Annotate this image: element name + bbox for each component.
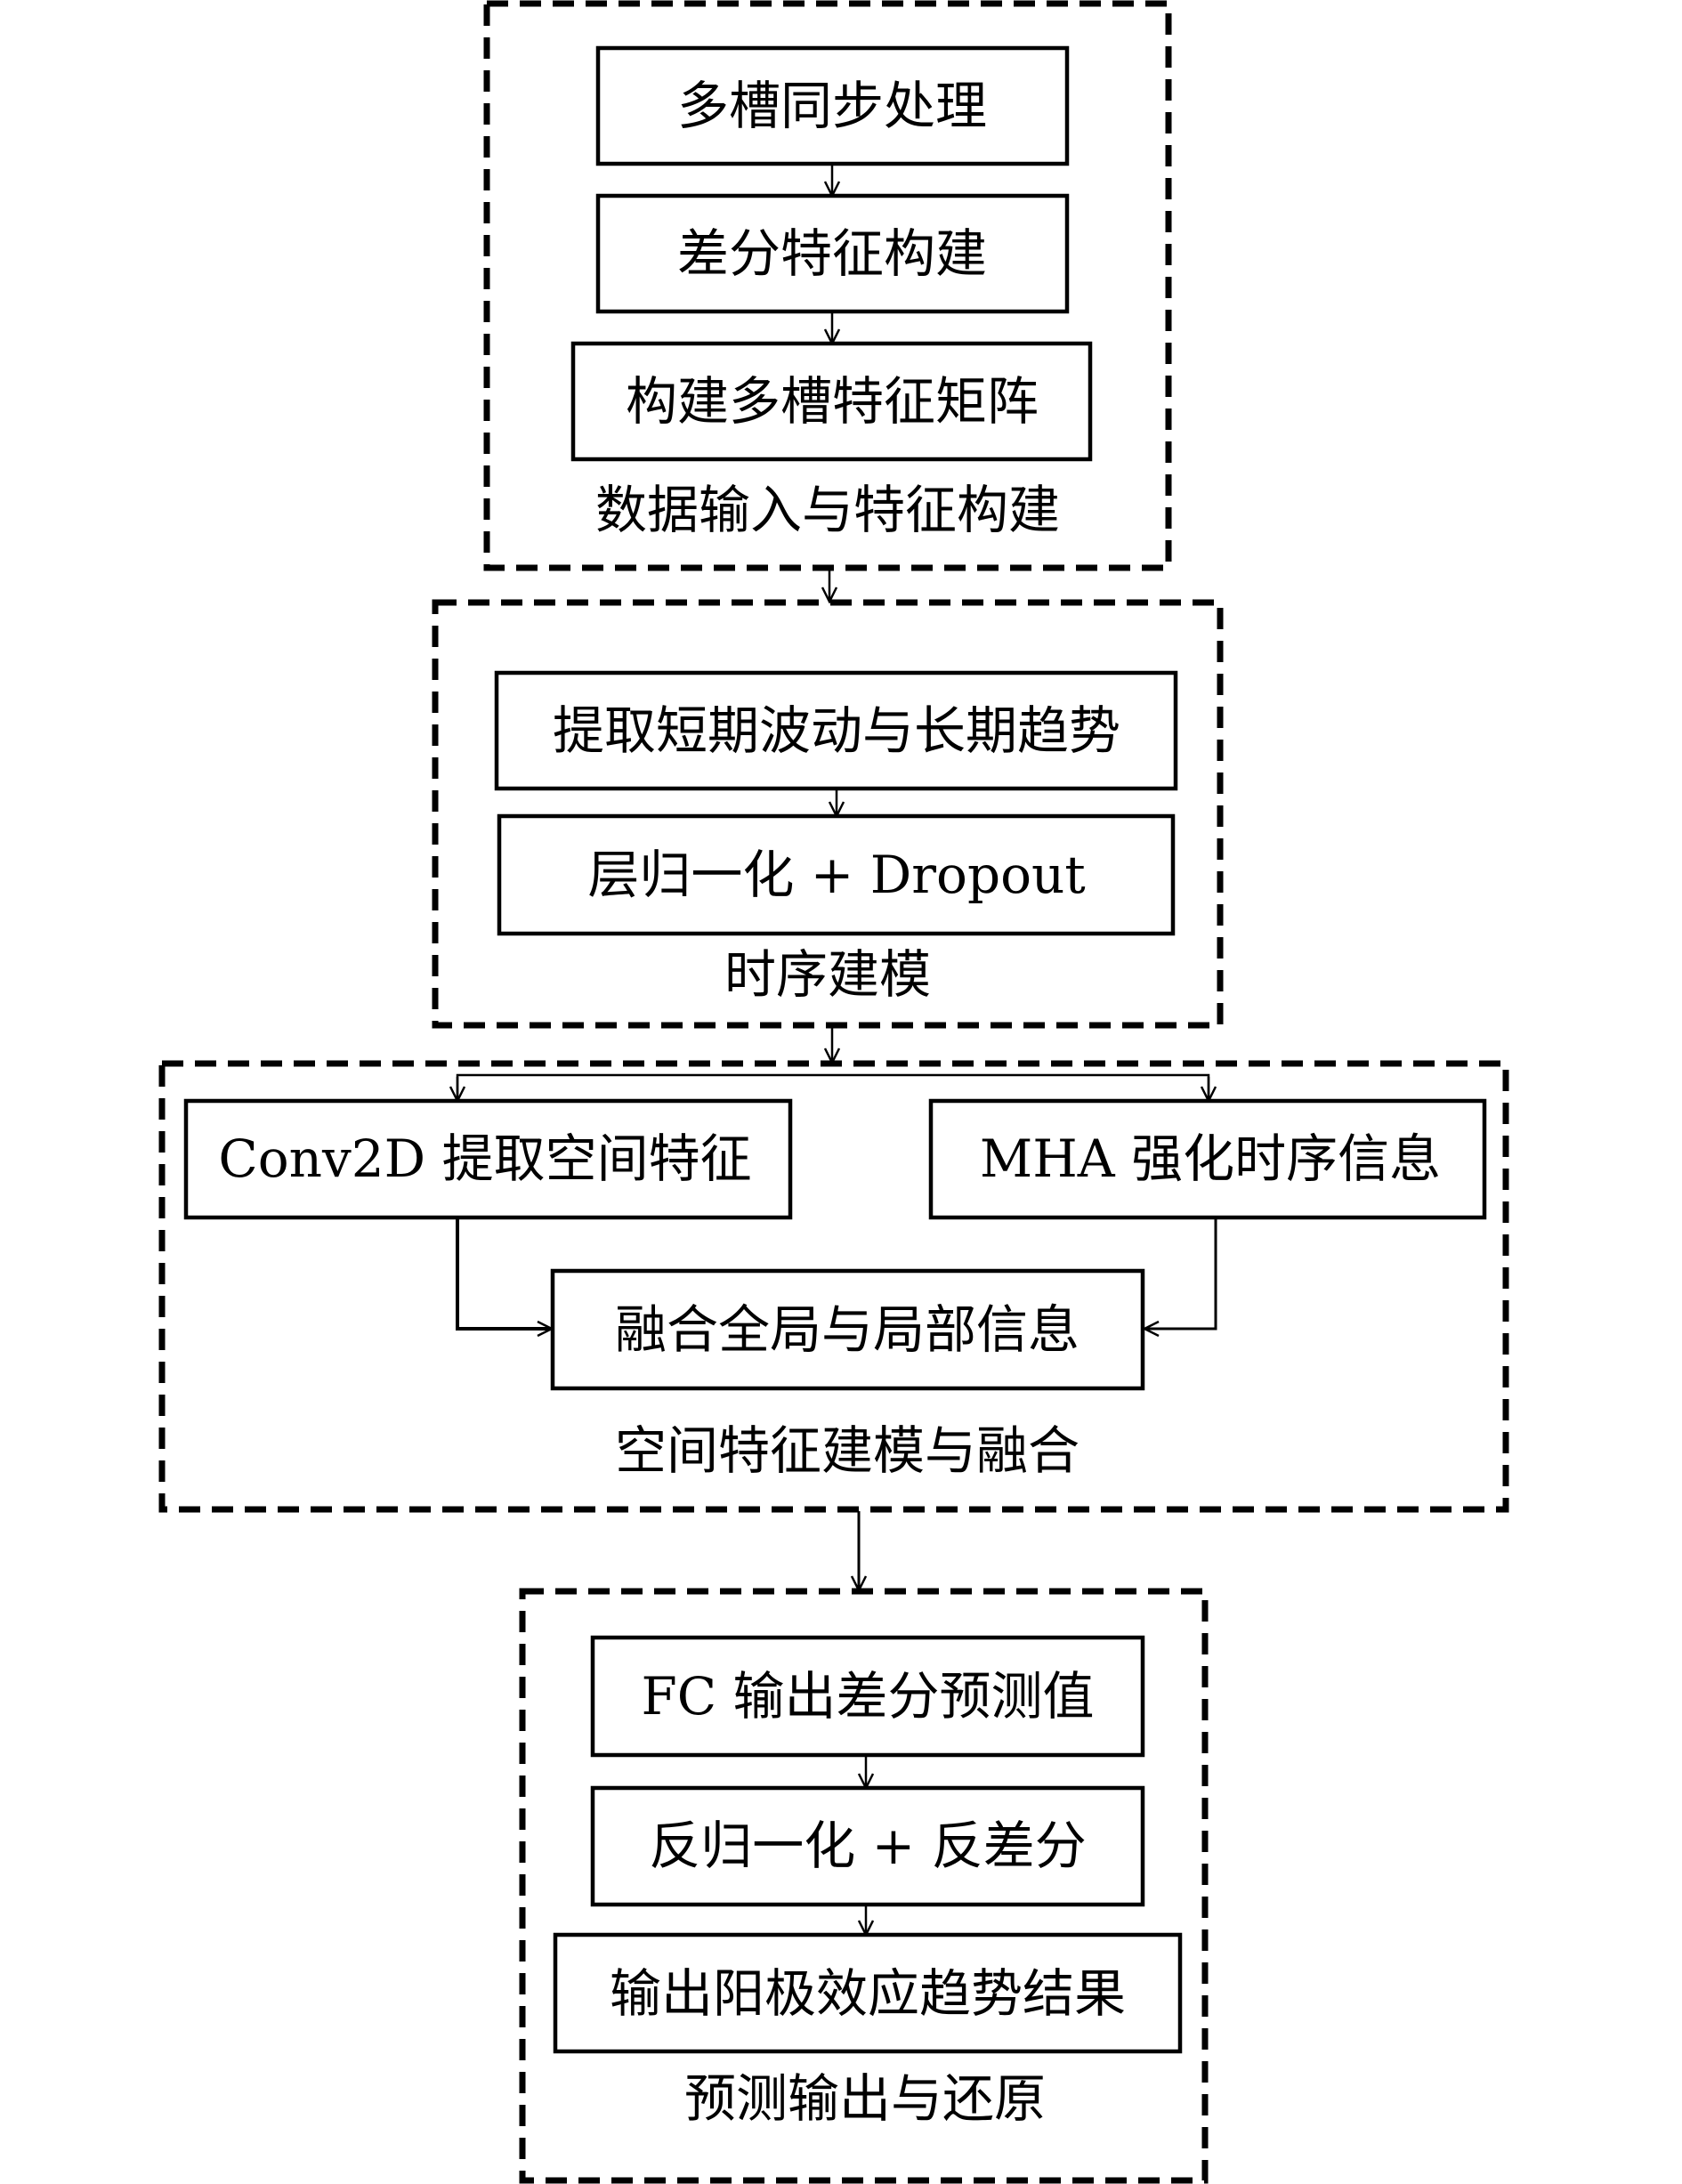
node-label: Conv2D 提取空间特征 — [218, 1128, 751, 1189]
node-label: 输出阳极效应趋势结果 — [610, 1963, 1126, 2024]
node-fc-output[interactable]: FC 输出差分预测值 — [590, 1635, 1145, 1758]
node-extract-trends[interactable]: 提取短期波动与长期趋势 — [494, 670, 1178, 791]
node-multi-slot-sync[interactable]: 多槽同步处理 — [595, 45, 1070, 166]
group-input-title: 数据输入与特征构建 — [595, 480, 1060, 540]
group-temporal-title: 时序建模 — [724, 944, 931, 1005]
arrow-mha-to-fuse — [1144, 1217, 1217, 1329]
node-label: 层归一化 + Dropout — [587, 845, 1085, 905]
node-label: FC 输出差分预测值 — [641, 1666, 1094, 1727]
node-layernorm-dropout[interactable]: 层归一化 + Dropout — [497, 813, 1176, 936]
branch-line — [456, 1073, 1210, 1100]
group-temporal: 提取短期波动与长期趋势 层归一化 + Dropout 时序建模 — [432, 599, 1224, 1029]
group-output-title: 预测输出与还原 — [684, 2068, 1046, 2129]
group-input-frame — [483, 0, 1172, 571]
group-temporal-frame — [432, 599, 1224, 1029]
node-label: 提取短期波动与长期趋势 — [553, 700, 1120, 761]
node-mha[interactable]: MHA 强化时序信息 — [928, 1098, 1487, 1220]
node-fuse[interactable]: 融合全局与局部信息 — [550, 1268, 1145, 1391]
node-label: 差分特征构建 — [677, 223, 987, 284]
node-conv2d[interactable]: Conv2D 提取空间特征 — [183, 1098, 793, 1220]
node-label: 反归一化 + 反差分 — [649, 1816, 1086, 1876]
node-inverse-norm-diff[interactable]: 反归一化 + 反差分 — [590, 1785, 1145, 1907]
arrow-conv2d-to-fuse — [456, 1217, 552, 1329]
group-spatial-title: 空间特征建模与融合 — [615, 1420, 1080, 1481]
node-label: 多槽同步处理 — [677, 76, 987, 136]
node-feature-matrix[interactable]: 构建多槽特征矩阵 — [570, 341, 1093, 462]
group-output: FC 输出差分预测值 反归一化 + 反差分 输出阳极效应趋势结果 预测输出与还原 — [519, 1588, 1209, 2184]
node-label: 融合全局与局部信息 — [615, 1299, 1080, 1360]
group-spatial: Conv2D 提取空间特征 MHA 强化时序信息 融合全局与局部信息 空间特征建… — [158, 1060, 1509, 1513]
group-output-frame — [519, 1588, 1209, 2184]
group-input: 多槽同步处理 差分特征构建 构建多槽特征矩阵 数据输入与特征构建 — [483, 0, 1172, 571]
node-diff-feature[interactable]: 差分特征构建 — [595, 193, 1070, 314]
node-label: MHA 强化时序信息 — [980, 1128, 1441, 1189]
node-anode-effect-result[interactable]: 输出阳极效应趋势结果 — [553, 1932, 1183, 2054]
group-spatial-frame — [158, 1060, 1509, 1513]
node-label: 构建多槽特征矩阵 — [626, 371, 1039, 432]
